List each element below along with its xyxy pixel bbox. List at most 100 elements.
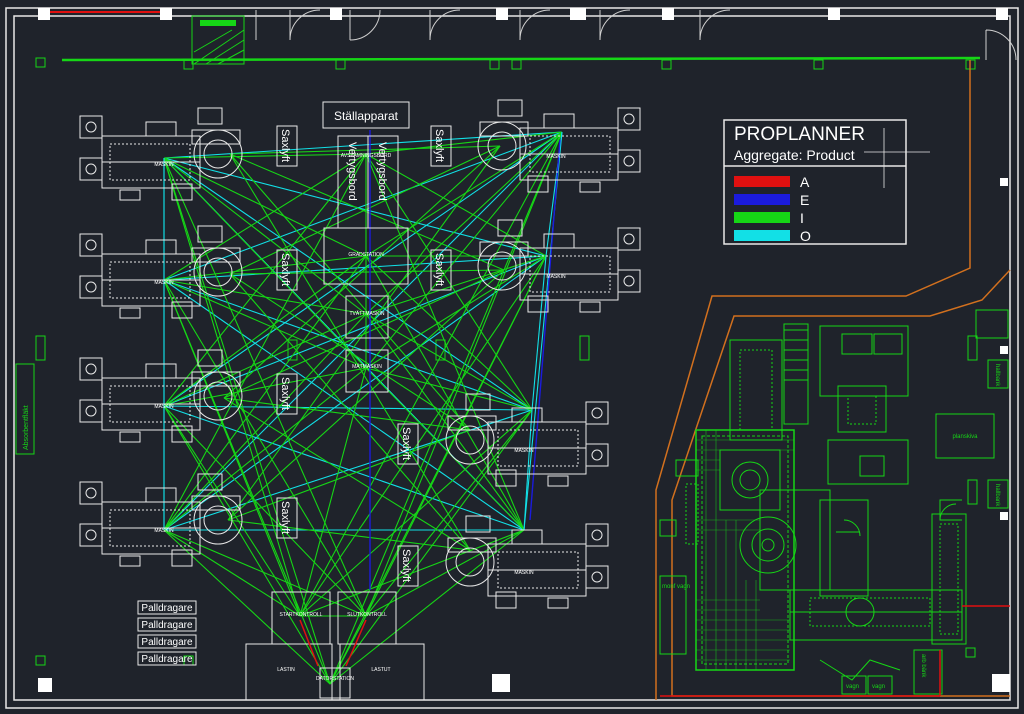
saxlyft-box-1 [276, 125, 298, 167]
saxlyft-label-3: Saxlyft [433, 129, 445, 162]
legend-subtitle: Aggregate: Product [734, 147, 855, 163]
relation-line-60 [365, 255, 533, 411]
relation-line-37 [163, 405, 331, 685]
vagn-label-2: vagn [872, 684, 885, 690]
absorbent-unit [15, 363, 35, 455]
palldragare-label-2: Palldragare [141, 620, 193, 631]
relation-line-88 [227, 519, 471, 551]
relation-line-43 [163, 529, 367, 617]
machine-label-right-1: MASKIN [546, 154, 566, 160]
ventilation-unit [191, 15, 245, 65]
avstamningsbord-label: AVSTÄMNINGSBORD [341, 152, 392, 159]
planskiva-label: planskiva [952, 434, 978, 440]
relation-line-10 [163, 255, 547, 407]
relation-line-63 [299, 409, 533, 617]
legend-swatch-a [734, 176, 790, 187]
saxlyft-label-6: Saxlyft [400, 427, 412, 460]
saxlyft-label-2: Saxlyft [279, 253, 291, 286]
datorstation-box [319, 667, 351, 699]
relation-line-84 [223, 397, 471, 551]
door-arcs [255, 9, 1017, 61]
relation-line-85 [227, 145, 501, 521]
relation-line-82 [223, 269, 505, 399]
machine-group: MASKINMASKINMASKINMASKINMASKINMASKINMASK… [79, 99, 641, 609]
relation-line-35 [163, 405, 301, 617]
relation-line-13 [163, 131, 563, 531]
relation-line-41 [163, 367, 367, 531]
stallapparat-label: Ställapparat [334, 109, 399, 123]
relation-line-98 [529, 139, 561, 521]
matmaskin-box [345, 349, 389, 393]
hallbank-label-1: hallbank [994, 364, 1000, 387]
relation-line-21 [163, 157, 301, 617]
relation-line-58 [329, 255, 547, 685]
relation-line-81 [223, 145, 501, 399]
relation-line-78 [229, 269, 505, 275]
saxlyft-box-8 [397, 545, 419, 587]
relation-line-40 [163, 313, 367, 531]
monf-vagn-label: monf vagn [662, 584, 690, 590]
relation-line-49 [299, 131, 563, 617]
machine-label-right-4: MASKIN [514, 570, 534, 576]
slutkontroll-box [337, 591, 397, 645]
relation-line-66 [365, 153, 525, 531]
relation-line-55 [365, 255, 547, 369]
palldragare-group: Palldragare Palldragare Palldragare Pall… [137, 600, 197, 666]
lastut-label: LASTUT [371, 667, 390, 673]
machine-label-left-1: MASKIN [154, 162, 174, 168]
relation-line-86 [227, 269, 505, 521]
relation-line-20 [163, 157, 367, 369]
saxlyft-label-5: Saxlyft [279, 377, 291, 410]
gradstation-label: GRADSTATION [348, 252, 384, 258]
assembly-hatching [696, 430, 794, 670]
relation-line-14 [163, 255, 547, 531]
machine-left-4: MASKIN [79, 473, 243, 567]
relation-line-45 [365, 131, 563, 155]
saxlyft-label-4: Saxlyft [433, 253, 445, 286]
relation-line-62 [365, 367, 533, 411]
relation-line-6 [163, 255, 547, 281]
relation-line-32 [163, 255, 367, 407]
relation-line-92 [531, 255, 547, 411]
relation-line-52 [365, 153, 547, 257]
relation-line-42 [163, 529, 301, 617]
vagn-label-1: vagn [846, 684, 859, 690]
machine-left-2: MASKIN [79, 225, 243, 319]
relation-line-50 [365, 131, 563, 617]
saxlyft-label-1: Saxlyft [279, 129, 291, 162]
saxlyft-box-2 [276, 249, 298, 291]
central-stations [245, 101, 425, 701]
hallbank-label-2: hallbank [994, 484, 1000, 507]
relation-line-11 [163, 405, 533, 411]
wall-pillars [38, 8, 1010, 692]
relation-line-46 [365, 131, 563, 257]
relation-line-69 [365, 367, 525, 531]
machine-right-1: MASKIN [477, 99, 641, 193]
saxlyft-box-6 [397, 423, 419, 465]
tvattmaskin-label: TVÄTTMASKIN [349, 310, 384, 317]
relation-line-19 [163, 157, 367, 315]
relation-line-5 [163, 131, 563, 281]
relation-line-54 [365, 255, 547, 315]
relation-line-67 [365, 255, 525, 531]
slutkontroll-label: SLUTKONTROLL [347, 612, 387, 618]
relation-line-61 [365, 313, 533, 411]
relation-line-38 [163, 153, 367, 531]
relation-line-48 [365, 131, 563, 369]
relation-line-27 [163, 279, 367, 369]
saxlyft-box-5 [276, 373, 298, 415]
machine-left-3: MASKIN [79, 349, 243, 443]
relation-line-25 [163, 255, 367, 281]
relation-line-7 [163, 279, 533, 411]
startkontroll-label: STARTKONTROLL [280, 612, 323, 618]
relation-line-23 [163, 157, 331, 685]
saxlyft-box-3 [430, 125, 452, 167]
relationship-lines [163, 130, 563, 685]
relation-line-17 [163, 153, 367, 159]
legend-swatch-i [734, 212, 790, 223]
absorbent-label: Absorbentfläkt [23, 405, 30, 450]
legend-code-e: E [800, 192, 809, 208]
gradstation-box [323, 227, 409, 285]
